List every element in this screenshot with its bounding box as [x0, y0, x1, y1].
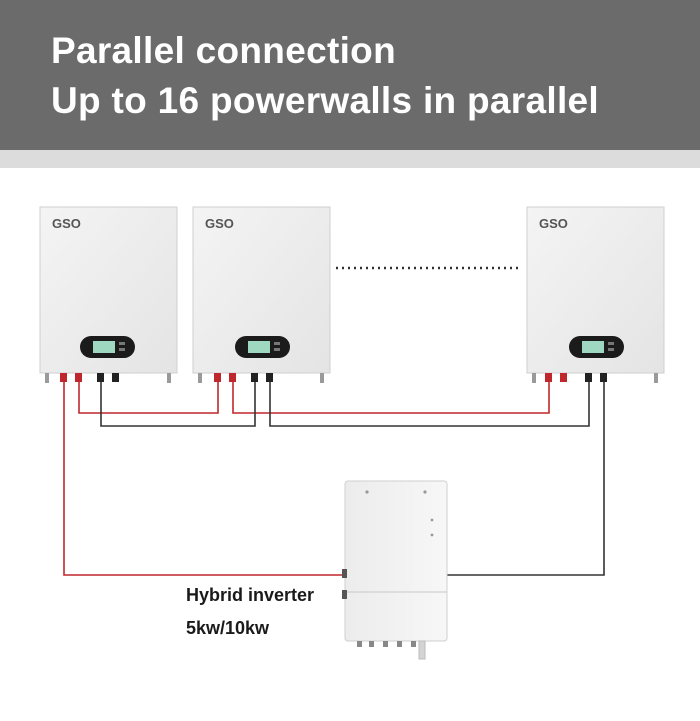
negative-terminal — [266, 373, 273, 382]
battery-lcd-screen — [582, 341, 604, 353]
inverter-cable-gland — [418, 640, 426, 660]
inverter-bottom-connector — [383, 641, 388, 647]
negative-terminal — [600, 373, 607, 382]
positive-terminal — [60, 373, 67, 382]
title-line-2: Up to 16 powerwalls in parallel — [51, 80, 600, 121]
title-line-1: Parallel connection — [51, 30, 396, 71]
positive-terminal — [545, 373, 552, 382]
inverter-label: Hybrid inverter — [186, 585, 315, 605]
battery-lcd-screen — [93, 341, 115, 353]
page-title: Parallel connection Up to 16 powerwalls … — [51, 26, 599, 126]
inverter-bottom-connector — [397, 641, 402, 647]
battery-unit-3: GSO — [526, 206, 665, 374]
negative-terminal — [585, 373, 592, 382]
negative-terminal — [112, 373, 119, 382]
battery-indicator-led — [274, 342, 280, 345]
battery-indicator-led — [608, 348, 614, 351]
inverter-side-port — [342, 569, 347, 578]
inverter-bottom-connector — [357, 641, 362, 647]
battery-indicator-led — [119, 342, 125, 345]
positive-terminal — [560, 373, 567, 382]
header-banner — [0, 0, 700, 150]
positive-terminal — [214, 373, 221, 382]
inverter-side-port — [342, 590, 347, 599]
battery-feet — [45, 373, 658, 383]
battery-indicator-led — [274, 348, 280, 351]
battery-brand-logo: GSO — [539, 216, 568, 231]
battery-terminals — [60, 373, 607, 382]
inverter-body — [344, 480, 448, 642]
battery-brand-logo: GSO — [205, 216, 234, 231]
battery-brand-logo: GSO — [52, 216, 81, 231]
battery-lcd-screen — [248, 341, 270, 353]
negative-wiring — [100, 382, 605, 576]
header-divider — [0, 150, 700, 168]
positive-wiring — [63, 382, 550, 576]
positive-terminal — [229, 373, 236, 382]
battery-indicator-led — [119, 348, 125, 351]
inverter-power-rating: 5kw/10kw — [186, 618, 270, 638]
positive-terminal — [75, 373, 82, 382]
negative-terminal — [97, 373, 104, 382]
inverter-bottom-connector — [411, 641, 416, 647]
inverter-bottom-connector — [369, 641, 374, 647]
negative-terminal — [251, 373, 258, 382]
battery-unit-2: GSO — [192, 206, 331, 374]
battery-unit-1: GSO — [39, 206, 178, 374]
battery-indicator-led — [608, 342, 614, 345]
hybrid-inverter-unit — [342, 480, 448, 660]
